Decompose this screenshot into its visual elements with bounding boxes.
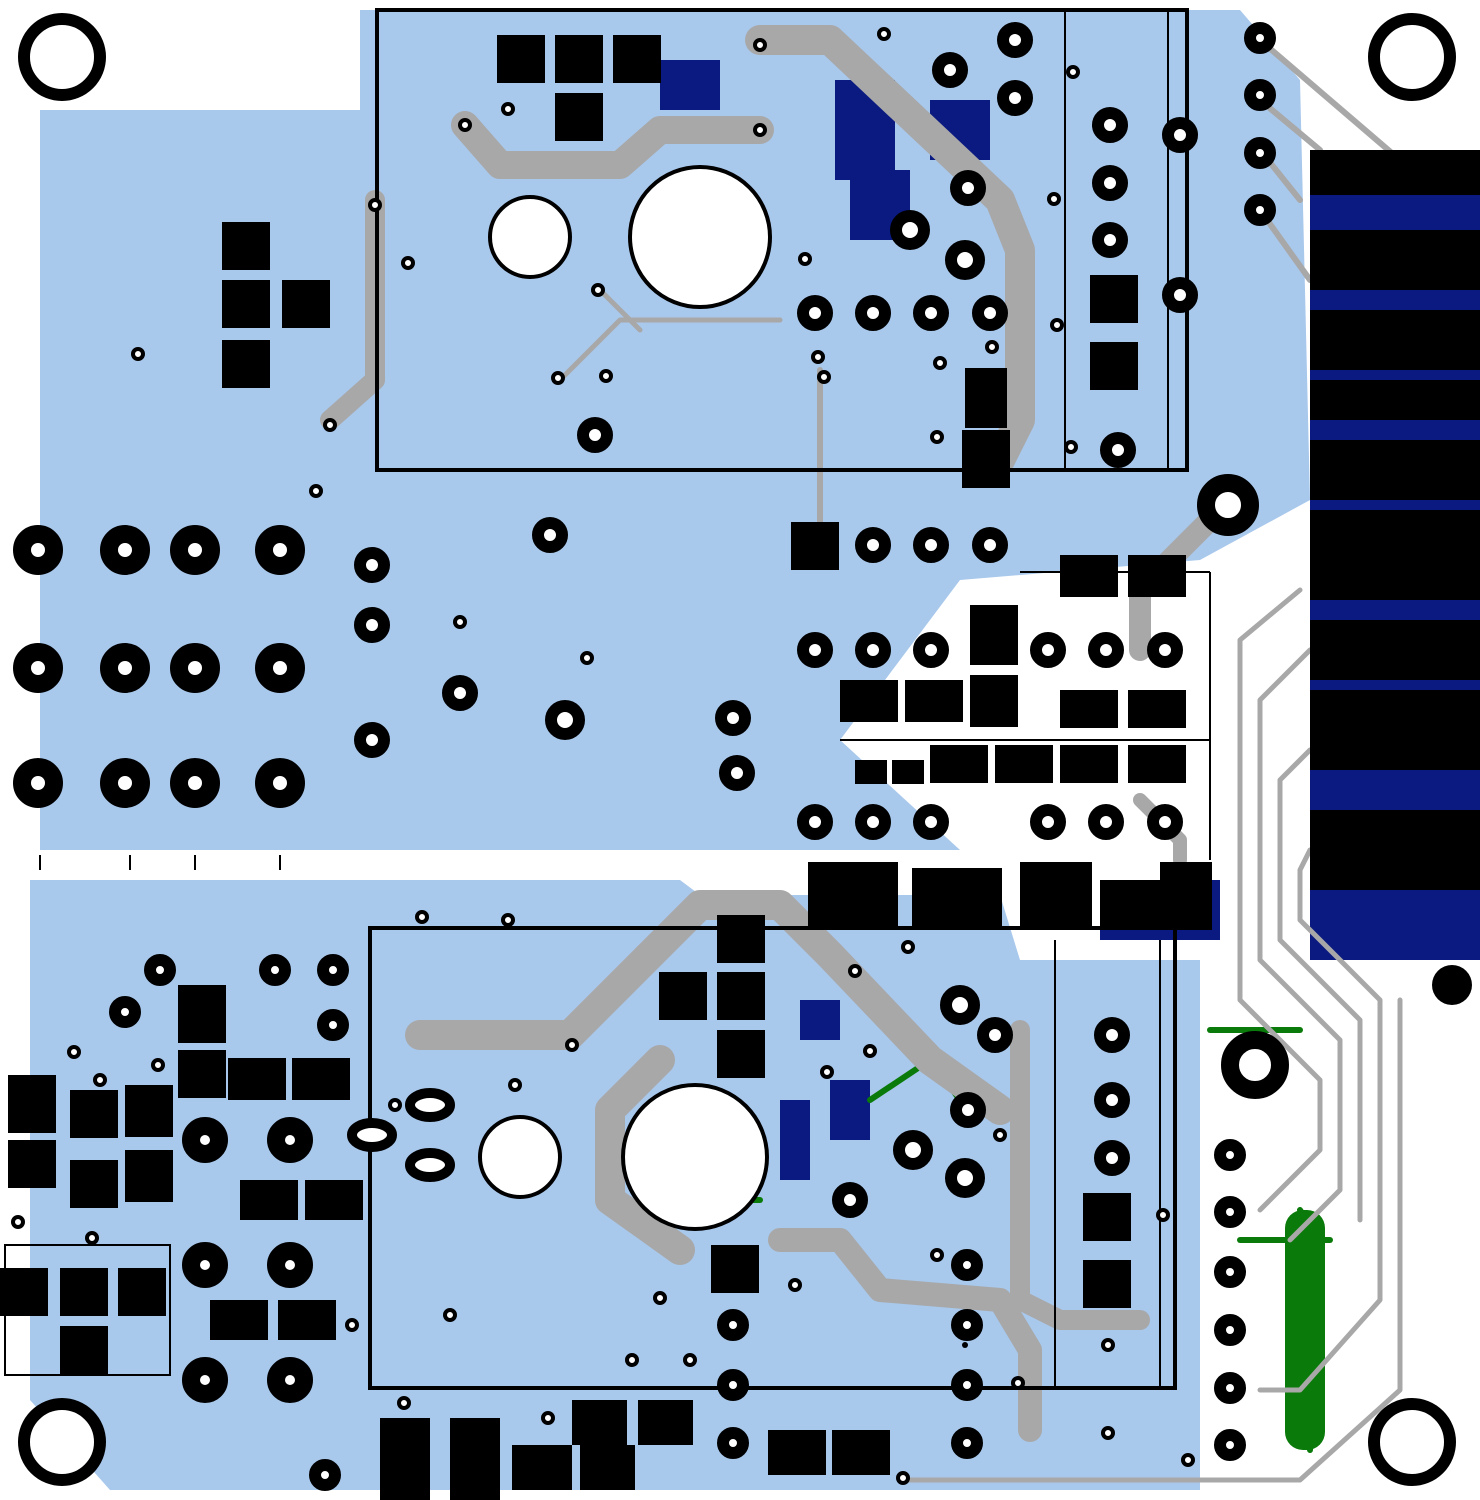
via-rings: [957, 1095, 968, 1348]
mounting-hole-bottom-right: [1368, 1398, 1456, 1486]
module-outline-top: [375, 8, 1189, 472]
vias: [11, 27, 1195, 1485]
mounting-holes: [18, 13, 1456, 1486]
connector-header: [1310, 150, 1480, 890]
oval-pads: [347, 1088, 455, 1182]
capacitor-holes: [478, 165, 772, 1231]
silkscreen: [4, 8, 1211, 1390]
mounting-hole-top-left: [18, 13, 106, 101]
square-pads: [0, 35, 1138, 1374]
round-pads: [13, 22, 1289, 1491]
connector-key-hole: [1432, 965, 1472, 1005]
smd-pads: [8, 368, 1212, 1500]
mounting-hole-top-right: [1368, 13, 1456, 101]
top-copper-strip: [1285, 1210, 1325, 1450]
module-outline-bottom: [368, 926, 1177, 1390]
mounting-hole-bottom-left: [18, 1398, 106, 1486]
